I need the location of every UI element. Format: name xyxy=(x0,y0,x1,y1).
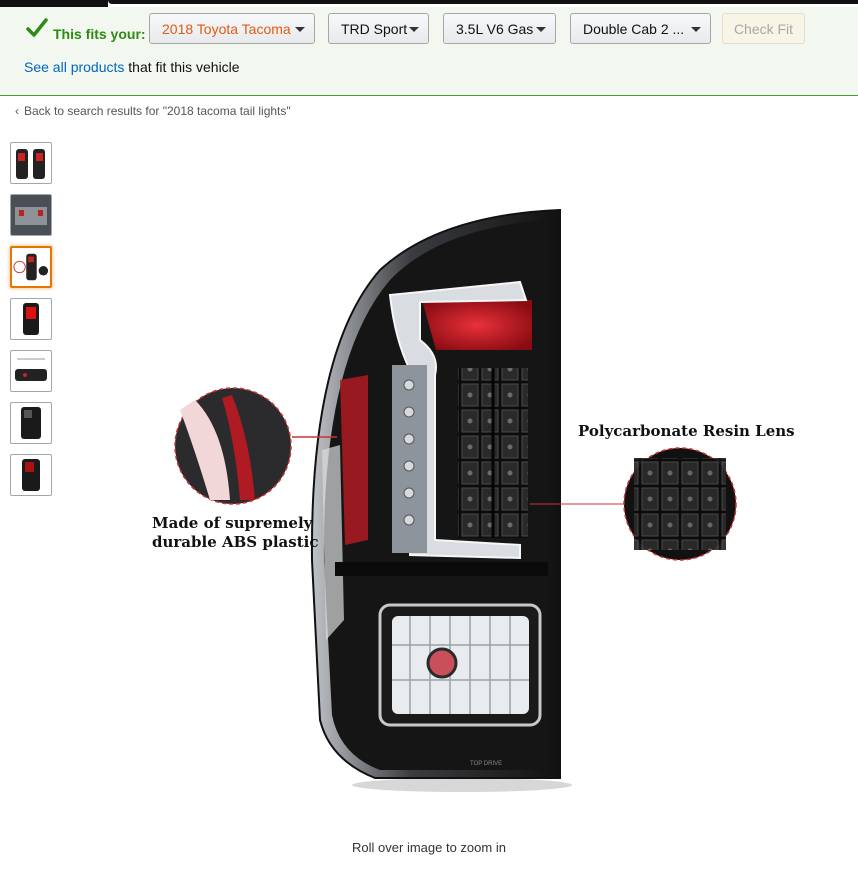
zoom-hint-text: Roll over image to zoom in xyxy=(352,840,506,855)
gallery-thumbnail[interactable] xyxy=(10,350,52,392)
thumbnail-image xyxy=(15,358,47,381)
browser-top-strip xyxy=(0,0,858,7)
thumbnail-image xyxy=(13,253,49,281)
body-select[interactable]: Double Cab 2 ... xyxy=(570,13,711,44)
fits-label: This fits your: xyxy=(53,26,146,42)
thumbnail-image xyxy=(23,303,39,335)
vehicle-select-value: 2018 Toyota Tacoma xyxy=(162,21,291,37)
see-all-products-line: See all products that fit this vehicle xyxy=(24,59,240,75)
chevron-left-icon: ‹ xyxy=(15,104,19,118)
thumbnail-image xyxy=(11,195,51,235)
thumbnail-image xyxy=(22,459,40,491)
checkmark-icon xyxy=(26,18,48,37)
vehicle-fitment-bar: This fits your: 2018 Toyota Tacoma TRD S… xyxy=(0,7,858,96)
see-all-suffix: that fit this vehicle xyxy=(124,59,240,75)
abs-plastic-caption: Made of supremely durable ABS plastic xyxy=(152,514,318,552)
trim-select[interactable]: TRD Sport xyxy=(328,13,429,44)
thumbnail-image xyxy=(21,407,41,439)
resin-lens-caption: Polycarbonate Resin Lens xyxy=(578,422,795,440)
gallery-thumbnail[interactable] xyxy=(10,298,52,340)
body-select-value: Double Cab 2 ... xyxy=(583,21,685,37)
see-all-products-link[interactable]: See all products xyxy=(24,59,125,75)
gallery-thumbnail[interactable] xyxy=(10,194,52,236)
chevron-down-icon xyxy=(409,27,419,32)
main-product-image[interactable]: TOP DRIVE xyxy=(140,200,800,810)
back-to-results-link[interactable]: ‹ Back to search results for "2018 tacoma… xyxy=(15,104,291,118)
engine-select[interactable]: 3.5L V6 Gas xyxy=(443,13,556,44)
lens-stamp-text: TOP DRIVE xyxy=(470,761,502,767)
gallery-thumbnail[interactable] xyxy=(10,454,52,496)
back-to-results-text: Back to search results for "2018 tacoma … xyxy=(24,104,291,118)
engine-select-value: 3.5L V6 Gas xyxy=(456,21,534,37)
abs-caption-line1: Made of supremely xyxy=(152,514,313,532)
top-strip-dark xyxy=(0,0,108,7)
vehicle-select[interactable]: 2018 Toyota Tacoma xyxy=(149,13,315,44)
gallery-thumbnail-active[interactable] xyxy=(10,246,52,288)
trim-select-value: TRD Sport xyxy=(341,21,408,37)
gallery-thumbnail[interactable] xyxy=(10,142,52,184)
abs-caption-line2: durable ABS plastic xyxy=(152,533,319,551)
chevron-down-icon xyxy=(691,27,701,32)
thumbnail-image xyxy=(16,149,45,179)
check-fit-button[interactable]: Check Fit xyxy=(722,13,805,44)
gallery-thumbnail[interactable] xyxy=(10,402,52,444)
chevron-down-icon xyxy=(295,27,305,32)
top-strip-dark-right xyxy=(108,0,858,4)
chevron-down-icon xyxy=(536,27,546,32)
